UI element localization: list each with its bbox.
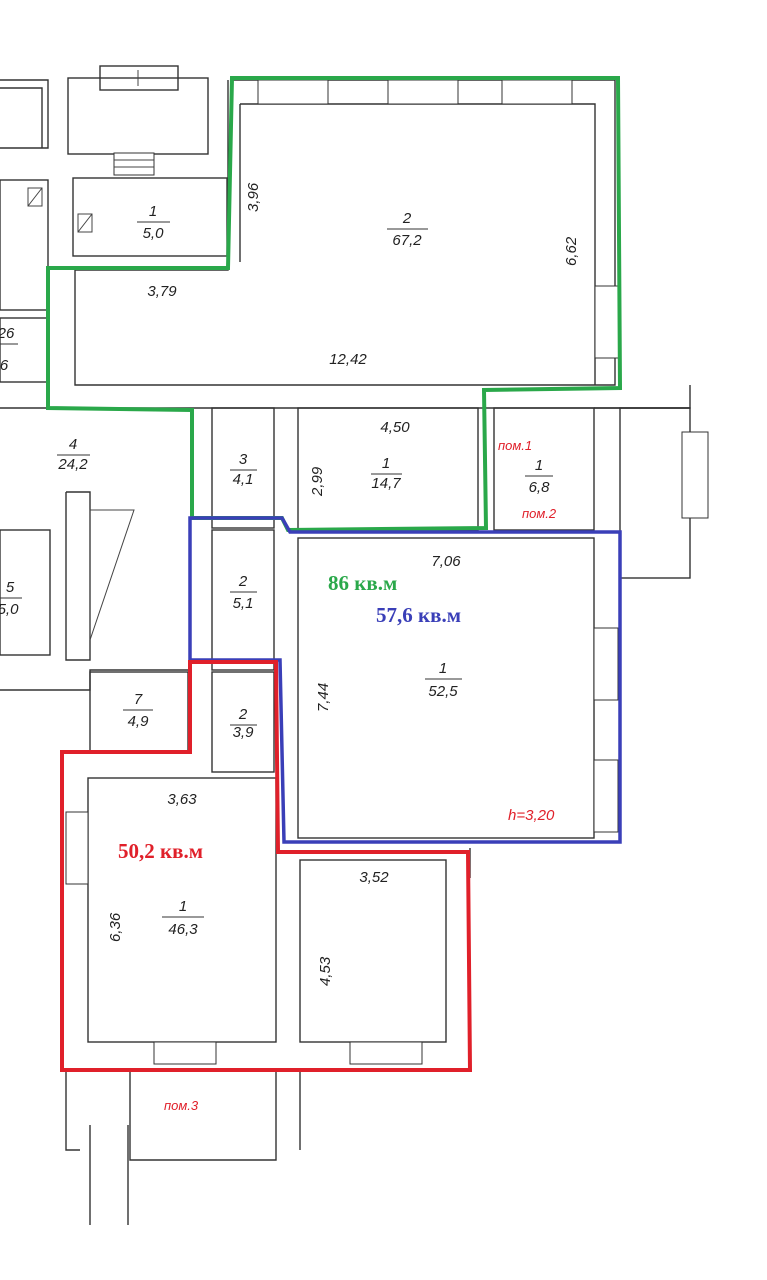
room-label: 7 [134, 691, 143, 708]
premise-area-labels: 86 кв.м 57,6 кв.м 50,2 кв.м [118, 571, 461, 863]
room-label: 26 [0, 325, 15, 342]
green-area-label: 86 кв.м [328, 571, 397, 595]
room-label: 2 [238, 706, 248, 723]
room-area: 4,9 [128, 713, 150, 730]
dimension-label: 3,63 [167, 791, 197, 808]
room-area: 24,2 [57, 456, 88, 473]
dimension-label: 6,36 [107, 912, 124, 942]
pom3-label: пом.3 [164, 1098, 199, 1113]
room-label: 1 [382, 455, 390, 472]
ceiling-height-label: h=3,20 [508, 807, 555, 824]
dimension-label: 6,62 [563, 236, 580, 266]
room-label: 3 [239, 451, 248, 468]
room-area: 14,7 [371, 475, 401, 492]
vent-symbols [27, 187, 93, 233]
red-premise-outline [60, 660, 473, 1072]
room-area: 3,9 [233, 724, 255, 741]
dimension-label: 7,06 [431, 553, 461, 570]
premise-outlines [46, 76, 623, 1072]
room-area: 5,0 [143, 225, 165, 242]
room-label: 4 [69, 436, 77, 453]
room-label: 5 [6, 579, 15, 596]
dimension-label: 2,99 [309, 466, 326, 497]
room-area: 5,1 [233, 595, 254, 612]
room-label: 1 [149, 203, 157, 220]
dimension-label: 3,96 [245, 182, 262, 212]
dimension-labels: 3,96 6,62 3,79 12,42 4,50 2,99 7,06 7,44… [107, 182, 580, 986]
room-labels: 1 5,0 2 67,2 4 24,2 3 4,1 1 14,7 1 6,8 2… [0, 203, 553, 938]
room-markers: пом.1 пом.2 пом.3 [164, 438, 557, 1113]
room-label: 2 [238, 573, 248, 590]
blue-premise-outline [188, 516, 622, 844]
room-area: 6,8 [529, 479, 551, 496]
room-area: 46,3 [168, 921, 198, 938]
dimension-label: 4,53 [317, 956, 334, 986]
dimension-label: 4,50 [380, 419, 410, 436]
dimension-label: 3,79 [147, 283, 177, 300]
room-area: 67,2 [392, 232, 422, 249]
blue-area-label: 57,6 кв.м [376, 603, 461, 627]
walls [0, 65, 709, 1225]
room-label: 2 [402, 210, 412, 227]
room-label: 1 [179, 898, 187, 915]
room-label: 1 [439, 660, 447, 677]
room-area: 52,5 [428, 683, 458, 700]
pom1-label: пом.1 [498, 438, 532, 453]
pom2-label: пом.2 [522, 506, 557, 521]
dimension-label: 12,42 [329, 351, 367, 368]
room-area: 4,1 [233, 471, 254, 488]
room-area: 5,0 [0, 601, 19, 618]
room-label: 1 [535, 457, 543, 474]
red-area-label: 50,2 кв.м [118, 839, 203, 863]
dimension-label: 7,44 [315, 683, 332, 712]
room-area: 6 [0, 357, 9, 374]
dimension-label: 3,52 [359, 869, 389, 886]
